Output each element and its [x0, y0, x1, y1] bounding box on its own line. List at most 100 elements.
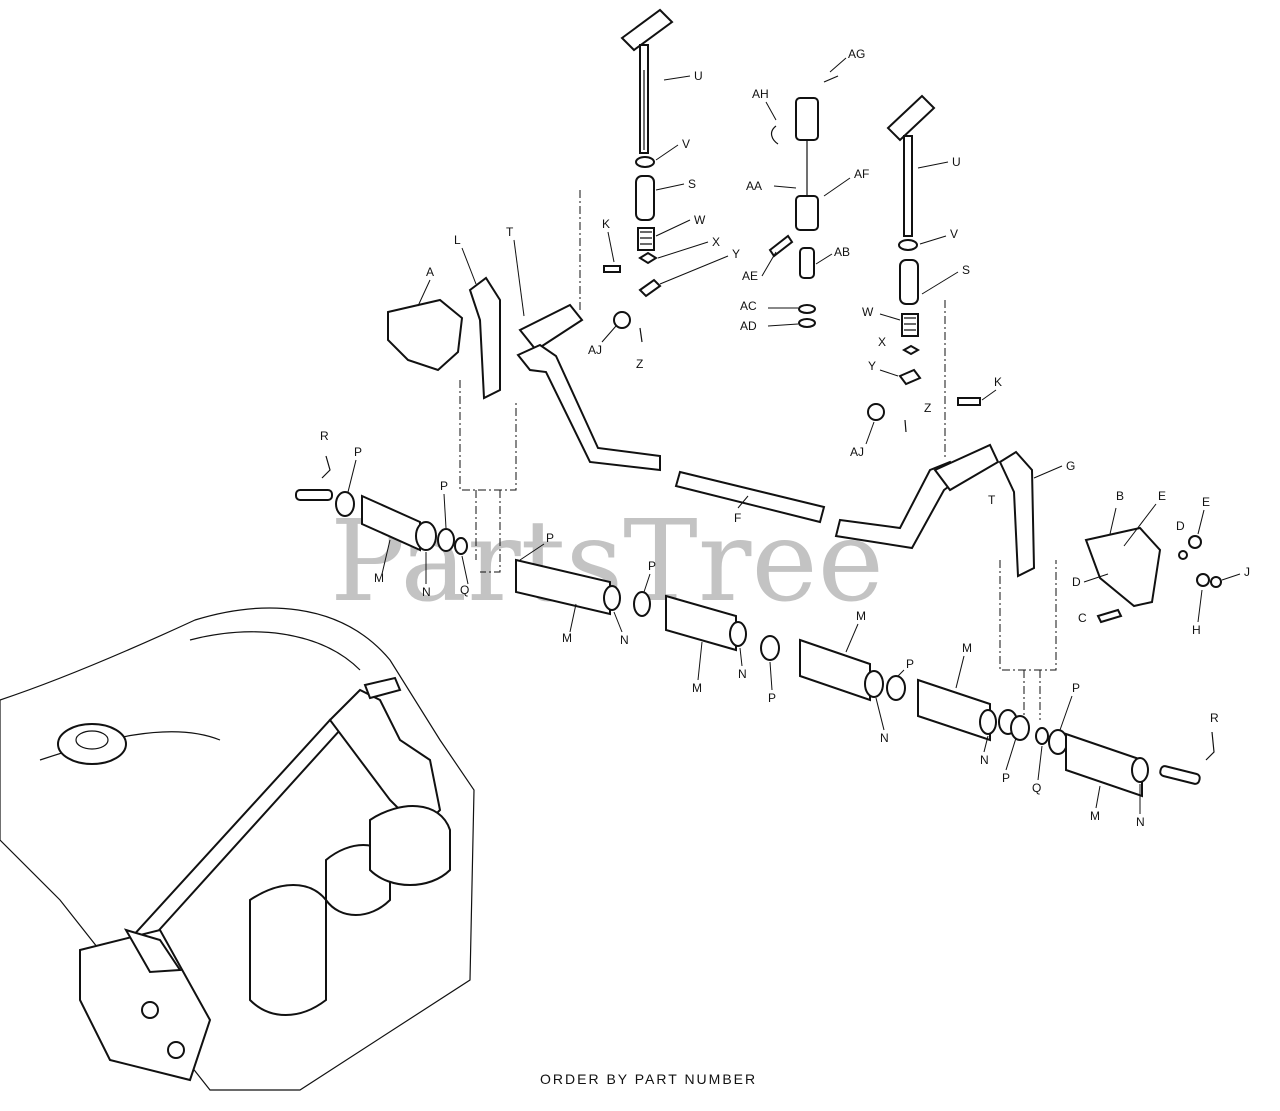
pin-z-right [904, 419, 907, 433]
callout-z: Z [636, 357, 643, 371]
nut-x-left [638, 251, 658, 265]
washer-d-right [1178, 550, 1188, 560]
washer-p-3 [633, 591, 651, 617]
callout-n-2: N [620, 633, 629, 647]
washer-aj-right [867, 403, 885, 421]
washer-p-2 [437, 528, 455, 552]
lever-l [468, 276, 501, 400]
callout-m-1: M [374, 571, 384, 585]
callout-ad: AD [740, 319, 757, 333]
callout-m-3: M [692, 681, 702, 695]
callout-y: Y [732, 247, 740, 261]
callout-g: G [1066, 459, 1075, 473]
washer-aj-left [613, 311, 631, 329]
link-aa [795, 195, 819, 231]
bracket-t-right [933, 443, 1000, 492]
spring-w-right [901, 313, 919, 337]
callout-p-3: P [546, 531, 554, 545]
callout-c: C [1078, 611, 1087, 625]
callout-b: B [1116, 489, 1124, 503]
callout-d: D [1176, 519, 1185, 533]
sleeve-s-right [899, 259, 919, 305]
pin-z-left [639, 327, 643, 343]
link-ab [799, 247, 815, 279]
callouts: U V S W X Y K T L A AJ Z AG AH AA AF AE … [320, 47, 1250, 829]
rod-f [674, 470, 826, 524]
callout-n-5: N [980, 753, 989, 767]
callout-n-6: N [1136, 815, 1145, 829]
washer-v-left [635, 156, 655, 168]
callout-s-right: S [962, 263, 970, 277]
callout-aa: AA [746, 179, 762, 193]
callout-m-4: M [856, 609, 866, 623]
roller-m-1 [361, 494, 421, 552]
callout-y-right: Y [868, 359, 876, 373]
callout-x-right: X [878, 335, 886, 349]
callout-p-4: P [648, 559, 656, 573]
sleeve-s-left [635, 175, 655, 221]
callout-m-2: M [562, 631, 572, 645]
bushing-n-4 [864, 670, 884, 698]
pin-ae [768, 234, 794, 258]
callout-t: T [506, 225, 514, 239]
callout-n-4: N [880, 731, 889, 745]
bracket-b [1084, 526, 1162, 608]
axle-pin-left [295, 489, 333, 501]
pin-y-right [898, 368, 922, 386]
bracket-t-left [518, 303, 584, 352]
bushing-n-1 [415, 521, 437, 551]
roller-m-3 [665, 594, 737, 652]
bolt-k-left [603, 265, 621, 273]
washer-q-1 [454, 537, 468, 555]
bolt-k-right [957, 397, 981, 406]
callout-e: E [1158, 489, 1166, 503]
callout-m-5: M [962, 641, 972, 655]
callout-h: H [1192, 623, 1201, 637]
callout-ab: AB [834, 245, 850, 259]
bushing-n-3 [729, 621, 747, 647]
callout-s: S [688, 177, 696, 191]
callout-m-6: M [1090, 809, 1100, 823]
washer-q-2 [1035, 727, 1049, 745]
bolt-c [1096, 608, 1123, 624]
callout-d-2: D [1072, 575, 1081, 589]
lever-g [998, 450, 1036, 578]
callout-aj-right: AJ [850, 445, 864, 459]
nut-j [1210, 576, 1222, 588]
washer-ad [798, 318, 816, 328]
callout-w: W [694, 213, 706, 227]
callout-n-3: N [738, 667, 747, 681]
roller-m-5 [917, 678, 991, 742]
callout-aj: AJ [588, 343, 602, 357]
callout-p-5: P [768, 691, 776, 705]
cotter-r-left [321, 455, 331, 479]
callout-ae: AE [742, 269, 758, 283]
cotter-r-right [1205, 731, 1215, 761]
callout-x: X [712, 235, 720, 249]
callout-p-2: P [440, 479, 448, 493]
callout-z-right: Z [924, 401, 931, 415]
washer-p-4 [760, 635, 780, 661]
roller-m-2 [515, 558, 611, 616]
callout-j: J [1244, 565, 1250, 579]
callout-f: F [734, 511, 741, 525]
callout-u: U [694, 69, 703, 83]
link-ag [795, 97, 819, 141]
callout-af: AF [854, 167, 869, 181]
rod-left [516, 343, 661, 472]
cotter-ah [770, 125, 779, 145]
callout-ac: AC [740, 299, 757, 313]
callout-p-8: P [1072, 681, 1080, 695]
callout-p-7: P [1002, 771, 1010, 785]
footer-note: ORDER BY PART NUMBER [540, 1071, 757, 1087]
callout-p-1: P [354, 445, 362, 459]
bushing-n-6 [1131, 757, 1149, 783]
callout-r-2: R [1210, 711, 1219, 725]
callout-e-2: E [1202, 495, 1210, 509]
callout-ah: AH [752, 87, 769, 101]
callout-v-right: V [950, 227, 958, 241]
callout-l: L [454, 233, 461, 247]
pin-y-left [638, 278, 662, 298]
washer-p-1 [335, 491, 355, 517]
